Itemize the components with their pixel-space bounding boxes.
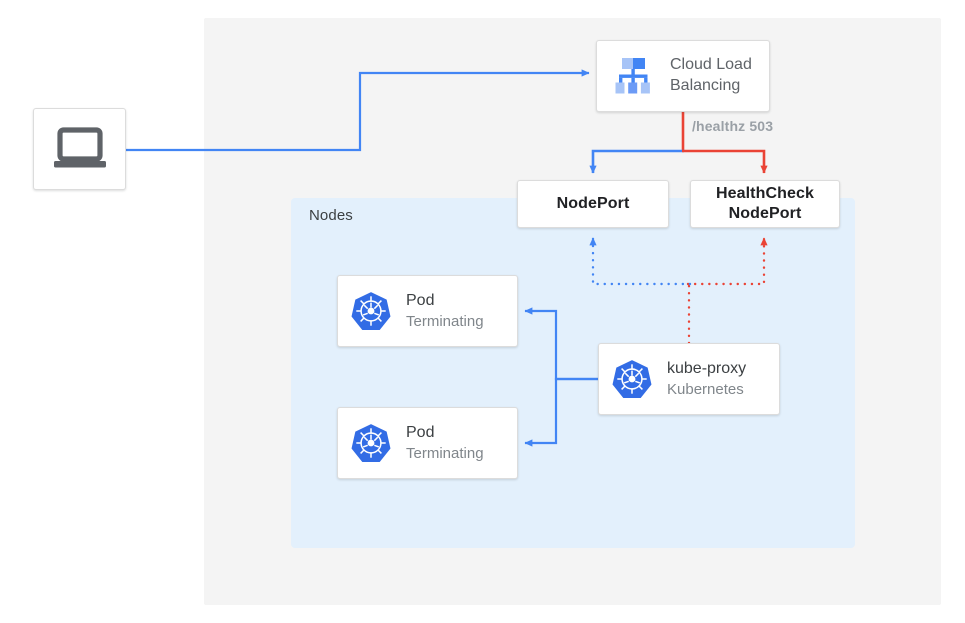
cloud-load-balancing-icon [610,55,656,97]
kube-proxy-subtitle: Kubernetes [667,380,744,398]
pod-2-text: Pod Terminating [406,423,484,463]
pod-node-1[interactable]: Pod Terminating [337,275,518,347]
laptop-icon [52,126,108,172]
kube-proxy-title: kube-proxy [667,360,747,378]
cloud-load-balancing-label: Cloud Load Balancing [670,55,752,97]
cloud-load-balancing-title-line2: Balancing [670,77,741,94]
cloud-load-balancing-title-line1: Cloud Load [670,56,752,74]
healthcheck-nodeport-node[interactable]: HealthCheck NodePort [690,180,840,228]
pod-2-title: Pod [406,424,435,442]
kube-proxy-node[interactable]: kube-proxy Kubernetes [598,343,780,415]
kubernetes-icon [350,290,392,332]
nodeport-node[interactable]: NodePort [517,180,669,228]
pod-node-2[interactable]: Pod Terminating [337,407,518,479]
healthz-status-label: /healthz 503 [692,118,774,134]
nodes-panel-label: Nodes [309,207,353,224]
pod-1-title: Pod [406,292,435,310]
healthcheck-nodeport-label-line1: HealthCheck [715,185,815,202]
client-node[interactable] [33,108,126,190]
pod-1-status: Terminating [406,312,484,330]
healthcheck-nodeport-label: HealthCheck NodePort [716,184,814,224]
nodeport-label: NodePort [556,195,630,212]
cloud-load-balancing-node[interactable]: Cloud Load Balancing [596,40,770,112]
kubernetes-icon [350,422,392,464]
pod-1-text: Pod Terminating [406,291,484,331]
pod-2-status: Terminating [406,444,484,462]
kube-proxy-text: kube-proxy Kubernetes [667,359,746,399]
kubernetes-icon [611,358,653,400]
healthcheck-nodeport-label-line2: NodePort [728,205,802,222]
